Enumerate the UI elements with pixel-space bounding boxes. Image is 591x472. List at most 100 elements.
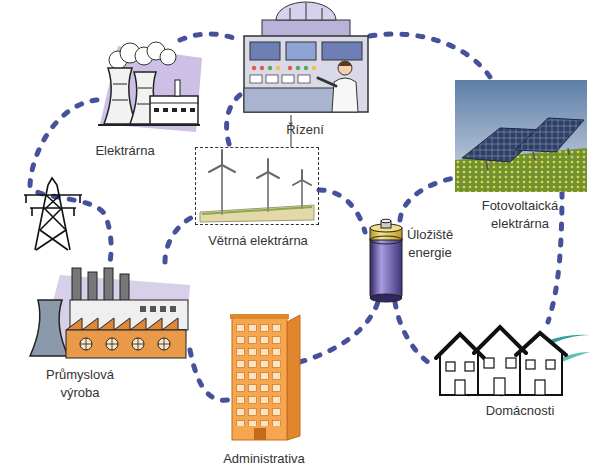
control-room-art-part — [244, 88, 334, 112]
power-plant-art-part — [150, 96, 198, 124]
dashed-connector — [319, 190, 365, 232]
office-building-art-part — [236, 324, 284, 426]
node-label: Elektrárna — [80, 142, 170, 160]
industry-art-part-part — [170, 306, 176, 312]
control-room-art-part-part — [282, 75, 294, 83]
battery-art-part — [381, 219, 391, 223]
wind-farm-art — [200, 150, 314, 222]
node-label: Řízení — [275, 121, 335, 139]
wind-farm-art-part-part — [301, 180, 303, 208]
power-plant-art-part — [104, 68, 136, 124]
control-room-art-part — [244, 36, 368, 112]
houses-art-part-part — [436, 334, 484, 358]
office-building-art — [230, 314, 300, 440]
industry-art-part — [80, 338, 170, 350]
photovoltaic-art-part — [455, 80, 587, 192]
battery-art-part — [370, 236, 402, 244]
houses-art-part-part — [484, 358, 494, 368]
dashed-connector — [165, 216, 195, 262]
control-room-art-part — [252, 66, 292, 70]
power-plant-art — [98, 42, 202, 132]
office-node: Administrativa — [228, 312, 300, 440]
node-label: Větrná elektrárna — [208, 232, 308, 250]
photovoltaic-art — [455, 80, 587, 192]
control-room-art-part — [338, 61, 352, 66]
power-plant-art-part-part — [160, 49, 176, 65]
industry-art-part — [66, 330, 186, 358]
wind-farm-art-part-part — [257, 159, 279, 178]
houses-art-part-part — [546, 360, 555, 369]
dashed-connector — [180, 34, 240, 40]
node-label: Fotovoltaická elektrárna — [470, 197, 570, 233]
industry-art-part — [72, 268, 129, 304]
office-building-art-part — [230, 314, 289, 319]
power-plant-art-part-part — [181, 108, 186, 112]
industry-art-part — [80, 338, 170, 350]
control-node: Řízení — [240, 0, 370, 115]
dashed-connector — [227, 95, 240, 147]
houses-art-part-part — [526, 360, 535, 369]
industry-art-part-part — [140, 306, 146, 312]
control-room-art-part-part — [260, 66, 264, 70]
wind-farm-art-part — [202, 207, 312, 214]
wind-farm-art-part — [200, 205, 314, 222]
houses-art-part-part — [535, 380, 545, 395]
houses-art-part-part — [506, 358, 516, 368]
control-room-art-part — [322, 42, 362, 60]
photovoltaic-art-part — [515, 118, 584, 152]
control-room-art-part — [338, 61, 352, 75]
industry-art — [30, 268, 190, 358]
node-label: Administrativa — [214, 450, 314, 468]
houses-art-part — [446, 358, 555, 395]
houses-art-part-part — [516, 333, 566, 355]
power-plant-art-part-part — [163, 108, 168, 112]
wind-farm-art-part-part — [293, 170, 311, 185]
control-room-art-part — [286, 42, 316, 60]
power-plant-art-part — [112, 84, 153, 104]
control-room-art-part-part — [276, 66, 280, 70]
control-room-art-part-part — [288, 66, 292, 70]
office-building-art-part — [287, 315, 300, 440]
control-room-art-part — [276, 2, 336, 20]
houses-art-part-part — [440, 335, 480, 395]
wind-farm-art-part — [209, 150, 311, 185]
control-room-art-part-part — [268, 66, 272, 70]
houses-art-part-part — [478, 328, 522, 395]
power-plant-art-part — [175, 80, 180, 96]
control-room-art-part-part — [296, 66, 300, 70]
dashed-connector — [190, 350, 228, 400]
houses-art-part-part — [455, 380, 465, 395]
control-room-art-part-part — [304, 66, 308, 70]
node-label: Domácnosti — [470, 402, 570, 420]
houses-art-part — [436, 327, 566, 358]
houses-art-part-part — [474, 327, 526, 353]
power-plant-art-part — [98, 124, 200, 126]
wind-farm-art-part-part — [209, 150, 235, 172]
power-plant-art-part-part — [154, 108, 159, 112]
houses-art-part-part — [494, 378, 505, 395]
industry-art-part — [66, 318, 186, 330]
houses-art-part-part — [446, 362, 455, 371]
office-building-art-part — [232, 318, 287, 440]
houses-art — [436, 327, 590, 397]
control-room-art-part — [250, 75, 310, 83]
control-room-art-part — [318, 78, 336, 86]
power-plant-art-part — [154, 108, 195, 112]
power-plant-art-part-part — [190, 108, 195, 112]
wind-farm-art-part-part — [267, 172, 269, 211]
industry-art-part — [140, 306, 176, 312]
industry-art-part-part — [150, 306, 156, 312]
storage-node: Úložiště energie — [365, 220, 405, 302]
wind-farm-art-part-part — [221, 165, 223, 214]
industry-art-part-part — [104, 268, 113, 304]
pylon-symbol-part — [26, 195, 80, 216]
households-node: Domácnosti — [435, 322, 585, 397]
photovoltaic-art-part — [486, 148, 569, 170]
control-room-art-part-part — [252, 66, 256, 70]
control-room-art-part — [290, 3, 322, 20]
power-plant-node: Elektrárna — [97, 40, 202, 135]
pylon-symbol-part — [36, 195, 68, 250]
pylon-symbol-part — [35, 178, 70, 250]
industry-art-part-part — [72, 268, 81, 304]
